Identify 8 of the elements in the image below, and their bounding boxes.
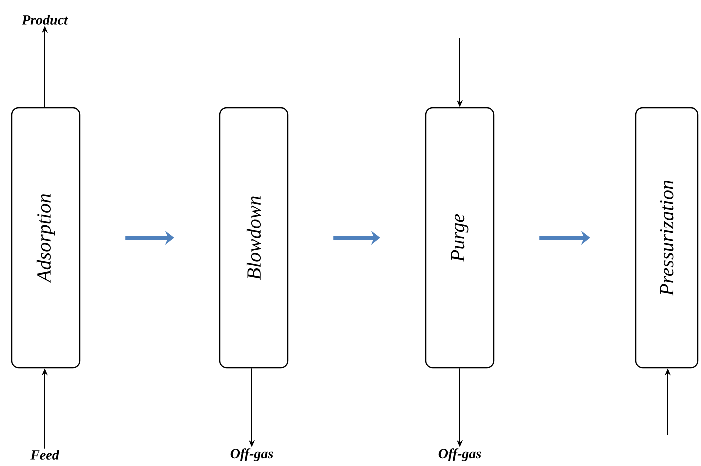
- stream-label: Off-gas: [230, 448, 274, 462]
- column-box: Adsorption: [11, 107, 81, 369]
- stream-label: Off-gas: [438, 448, 482, 462]
- stream-label: Product: [22, 15, 68, 25]
- column-box: Blowdown: [219, 107, 289, 369]
- column-box: Purge: [425, 107, 495, 369]
- column-box: Pressurization: [635, 107, 699, 369]
- stream-label: Feed: [30, 450, 60, 460]
